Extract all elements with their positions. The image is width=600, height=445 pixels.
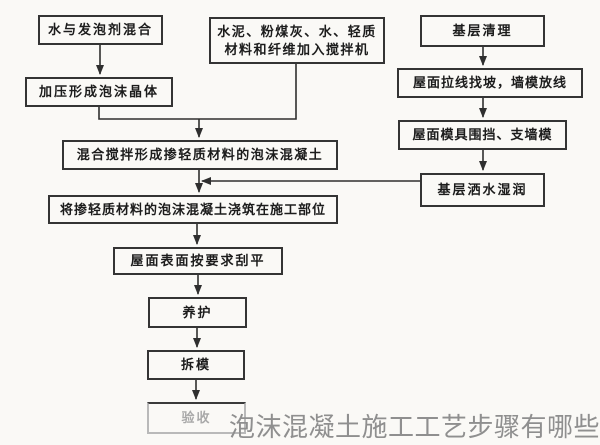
node-pressurize-foam-crystals: 加压形成泡沫晶体: [25, 77, 173, 107]
node-mix-foam-concrete: 混合搅拌形成掺轻质材料的泡沫混凝土: [62, 140, 338, 170]
node-base-watering: 基层洒水湿润: [420, 173, 545, 207]
node-demolding: 拆模: [147, 350, 245, 380]
node-roof-line-slope: 屋面拉线找坡，墙模放线: [397, 68, 583, 98]
node-curing: 养护: [148, 297, 247, 328]
merge-line-pressurize-and-mixer: [98, 64, 297, 120]
node-roof-surface-leveling: 屋面表面按要求刮平: [113, 247, 283, 275]
node-roof-mold-enclosure: 屋面模具围挡、支墙模: [398, 120, 567, 150]
node-base-cleaning: 基层清理: [420, 15, 545, 47]
caption: 泡沫混凝土施工工艺步骤有哪些: [229, 412, 600, 442]
node-water-foaming-mix: 水与发泡剂混合: [38, 15, 163, 45]
node-acceptance: 验收: [147, 402, 246, 434]
node-pour-concrete: 将掺轻质材料的泡沫混凝土浇筑在施工部位: [48, 195, 338, 224]
node-materials-into-mixer: 水泥、粉煤灰、水、轻质 材料和纤维加入搅拌机: [209, 17, 385, 64]
